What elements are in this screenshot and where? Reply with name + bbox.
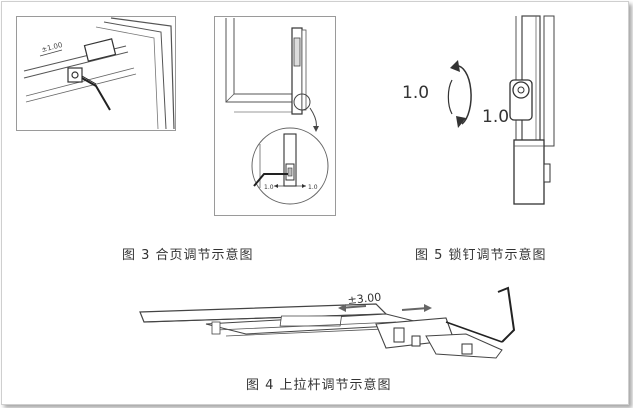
pull-rod-dimension: ±3.00 (347, 291, 382, 307)
lock-left-value: 1.0 (402, 83, 429, 103)
hinge-drawing: ±1.00 (16, 16, 176, 131)
hinge-left-dim: 1.0 (264, 184, 274, 191)
figure-4-caption: 图 4 上拉杆调节示意图 (246, 378, 392, 393)
pull-rod-drawing: ±3.00 (136, 284, 526, 374)
figure-3-caption: 图 3 合页调节示意图 (122, 248, 254, 263)
lock-right-value: 1.0 (482, 107, 509, 127)
figure-5-caption: 图 5 锁钉调节示意图 (415, 248, 547, 263)
hinge-right-dim: 1.0 (308, 184, 318, 191)
lock-pin-drawing: 1.0 1.0 (398, 14, 568, 214)
hinge-section-drawing: 1.0 1.0 (214, 16, 336, 216)
